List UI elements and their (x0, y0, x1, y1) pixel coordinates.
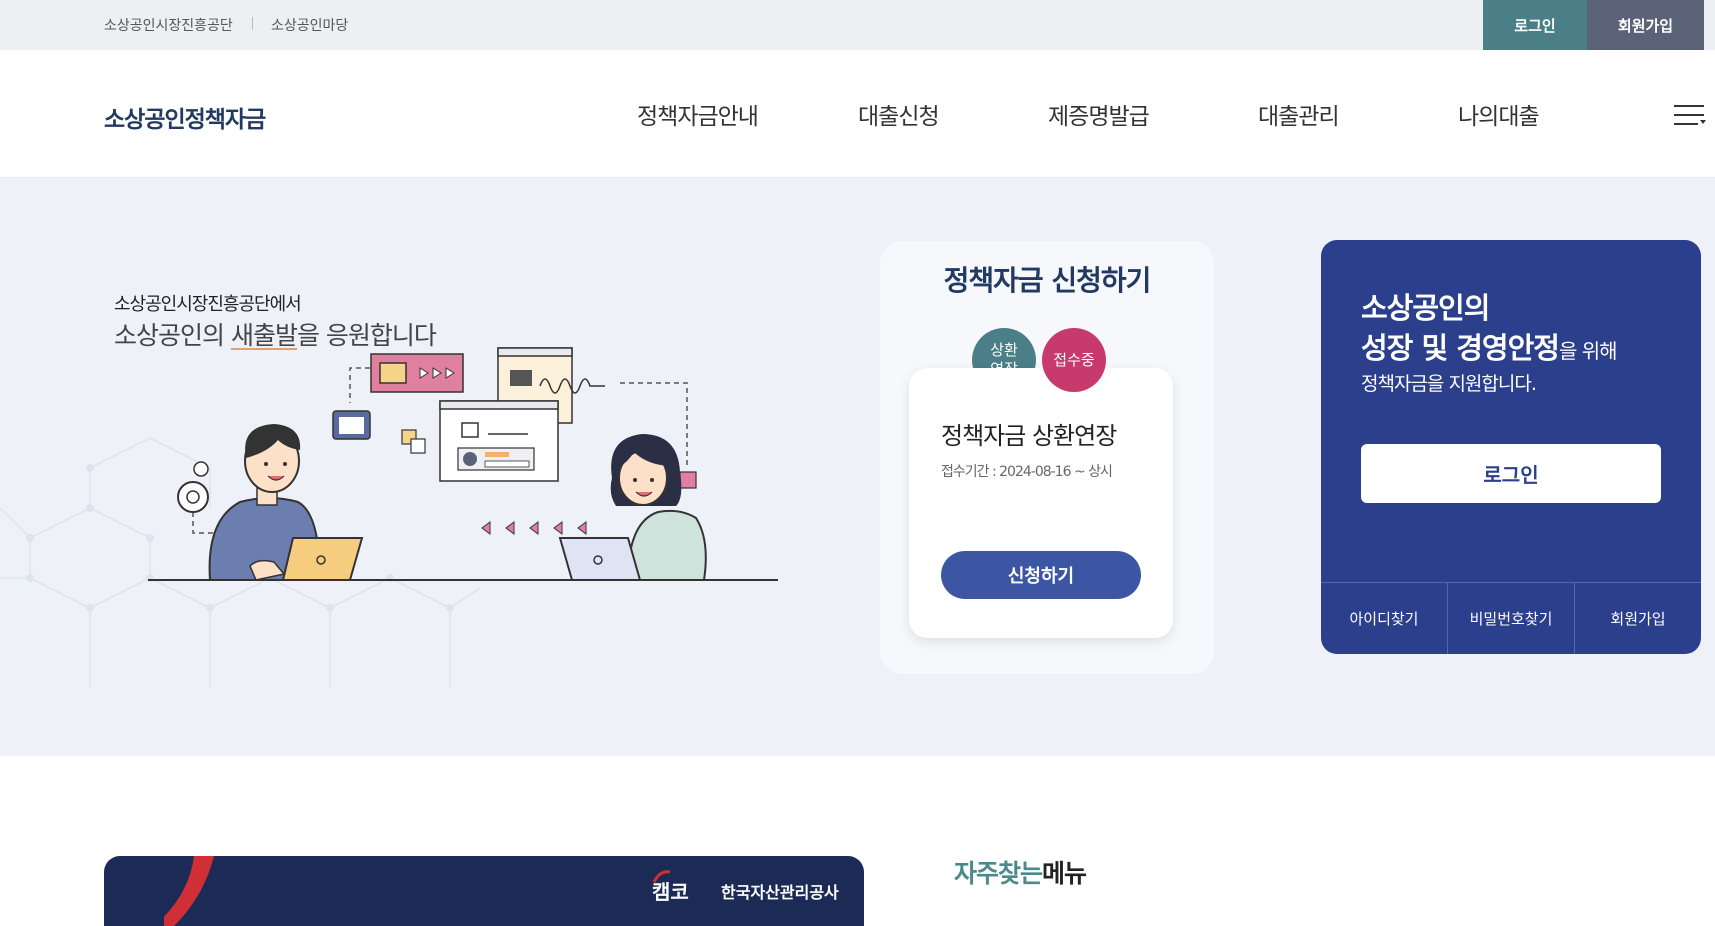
nav-my-loan[interactable]: 나의대출 (1458, 104, 1540, 130)
kamco-logo-icon (652, 870, 671, 883)
top-utility-bar: 소상공인시장진흥공단 소상공인마당 로그인 회원가입 (0, 0, 1715, 50)
hero-illustration (0, 347, 778, 688)
find-id-link[interactable]: 아이디찾기 (1349, 610, 1419, 628)
kamco-name: 한국자산관리공사 (721, 883, 839, 902)
hero-section: 소상공인시장진흥공단에서 소상공인의 새출발을 응원합니다 (0, 178, 1715, 756)
find-password-link[interactable]: 비밀번호찾기 (1447, 583, 1574, 654)
login-button[interactable]: 로그인 (1361, 444, 1661, 503)
login-panel-headline: 소상공인의 성장 및 경영안정을 위해 (1361, 291, 1618, 365)
login-panel-links: 아이디찾기 비밀번호찾기 회원가입 (1321, 582, 1701, 654)
nav-loan-management[interactable]: 대출관리 (1258, 104, 1340, 130)
hero-title-highlight: 새출발 (230, 321, 298, 350)
apply-item-card: 정책자금 상환연장 접수기간 : 2024-08-16 ~ 상시 신청하기 (909, 368, 1173, 638)
nav-policy-fund-info[interactable]: 정책자금안내 (637, 104, 759, 130)
apply-panel-title: 정책자금 신청하기 (943, 264, 1152, 297)
apply-item-title: 정책자금 상환연장 (941, 422, 1117, 450)
banner-swoosh-decoration (164, 856, 214, 926)
util-divider (252, 17, 253, 30)
apply-button[interactable]: 신청하기 (941, 551, 1141, 599)
faq-menu-title: 자주찾는메뉴 (954, 859, 1087, 888)
nav-certificate-issue[interactable]: 제증명발급 (1048, 104, 1150, 130)
apply-item-period: 접수기간 : 2024-08-16 ~ 상시 (941, 464, 1113, 480)
nav-loan-application[interactable]: 대출신청 (858, 104, 940, 130)
top-login-button[interactable]: 로그인 (1483, 0, 1587, 50)
site-logo[interactable]: 소상공인정책자금 (104, 107, 266, 133)
util-link-semas[interactable]: 소상공인시장진흥공단 (104, 18, 233, 34)
top-join-button[interactable]: 회원가입 (1587, 0, 1704, 50)
woman-illustration (558, 434, 707, 581)
util-link-sbiz[interactable]: 소상공인마당 (271, 18, 349, 34)
kamco-logo-mark: 캠코 (652, 880, 689, 904)
site-header: 소상공인정책자금 정책자금안내 대출신청 제증명발급 대출관리 나의대출 (0, 50, 1715, 178)
login-panel: 소상공인의 성장 및 경영안정을 위해 정책자금을 지원합니다. 로그인 아이디… (1321, 240, 1701, 654)
hamburger-menu-icon[interactable] (1674, 103, 1706, 127)
kamco-banner[interactable]: 캠코 한국자산관리공사 (104, 856, 864, 926)
badge-status: 접수중 (1042, 328, 1106, 392)
man-illustration (208, 424, 364, 581)
join-link[interactable]: 회원가입 (1574, 583, 1701, 654)
hero-subtitle: 소상공인시장진흥공단에서 (114, 294, 302, 315)
login-panel-description: 정책자금을 지원합니다. (1361, 373, 1537, 395)
policy-fund-apply-panel: 정책자금 신청하기 상환 연장 접수중 정책자금 상환연장 접수기간 : 202… (880, 241, 1214, 674)
hero-title: 소상공인의 새출발을 응원합니다 (114, 321, 437, 350)
